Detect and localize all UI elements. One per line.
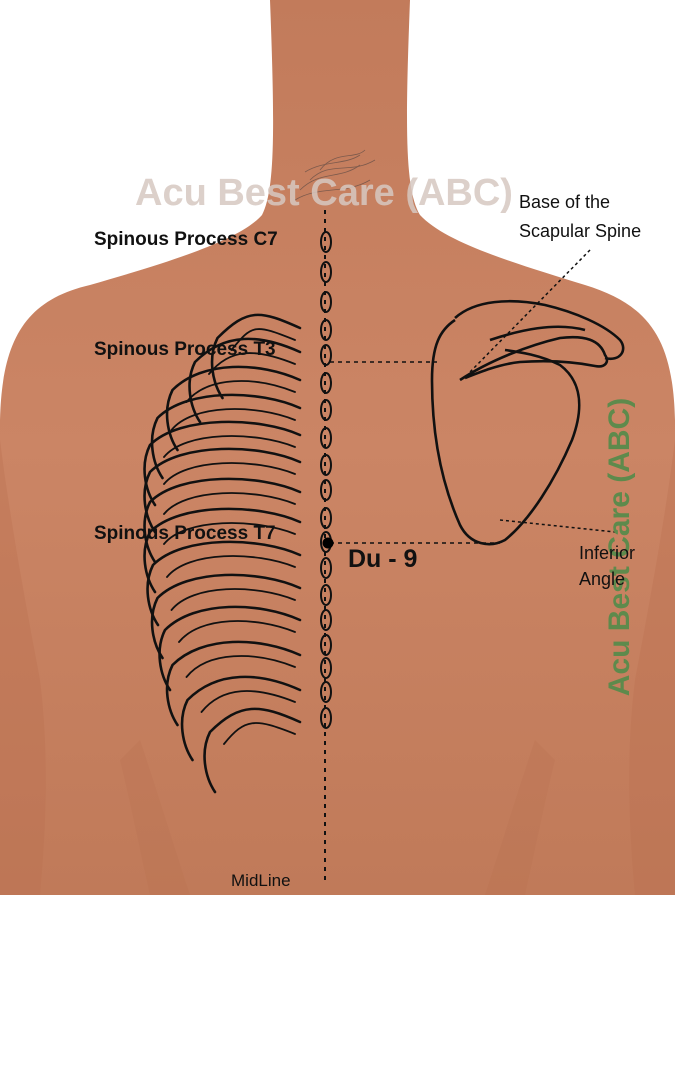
- label-t7: Spinous Process T7: [94, 523, 276, 544]
- rib-inner-10: [170, 588, 296, 611]
- arm-shade-right: [629, 440, 675, 895]
- vertebra-16: [320, 634, 332, 656]
- rib-inner-5: [163, 435, 296, 458]
- vertebra-14: [320, 584, 332, 606]
- vertebra-18: [320, 681, 332, 703]
- label-scapular-spine-1: Base of the: [519, 192, 611, 212]
- rib-12: [165, 640, 302, 727]
- vertebra-2: [320, 261, 332, 283]
- rib-4: [150, 393, 302, 480]
- rib-9: [146, 540, 302, 627]
- vertebra-13: [320, 557, 332, 579]
- rib-inner-2: [208, 352, 296, 375]
- acromion: [454, 300, 625, 361]
- rib-13: [180, 675, 302, 762]
- scapula-outline: [430, 318, 581, 546]
- vertebra-15: [320, 609, 332, 631]
- vertebra-10: [320, 479, 332, 501]
- vertebra-5: [320, 344, 332, 366]
- scapular-spine: [459, 335, 609, 382]
- spinous-processes: [320, 231, 332, 729]
- rib-inner-3: [185, 380, 296, 403]
- waist-shade: [120, 740, 190, 895]
- du9-point: [322, 537, 334, 549]
- rib-inner-1: [230, 328, 296, 351]
- label-scapular-spine-2: Scapular Spine: [519, 221, 642, 241]
- vertebra-1: [320, 231, 332, 253]
- vertebra-11: [320, 507, 332, 529]
- rib-14: [203, 707, 302, 794]
- scapular-spine-leader: [469, 249, 591, 373]
- vertebra-8: [320, 427, 332, 449]
- vertebra-9: [320, 454, 332, 476]
- rib-inner-12: [185, 655, 296, 678]
- rib-inner-9: [166, 555, 296, 578]
- label-inferior-angle-1: Inferior: [579, 543, 636, 563]
- vertebra-19: [320, 707, 332, 729]
- rib-inner-8: [163, 522, 296, 545]
- rib-1: [210, 313, 302, 400]
- arm-shade-left: [0, 440, 46, 895]
- rib-inner-13: [200, 690, 296, 713]
- torso-silhouette: [0, 0, 675, 895]
- waist-shade-right: [485, 740, 555, 895]
- rib-inner-14: [223, 722, 296, 745]
- label-inferior-angle-2: Angle: [579, 569, 626, 589]
- rib-8: [143, 507, 302, 594]
- rib-11: [158, 605, 302, 692]
- rib-inner-7: [163, 492, 296, 515]
- vertebra-7: [320, 399, 332, 421]
- rib-inner-11: [178, 620, 296, 643]
- label-du9: Du - 9: [348, 545, 418, 573]
- label-t3: Spinous Process T3: [94, 339, 276, 360]
- vertebra-4: [320, 319, 332, 341]
- rib-inner-4: [170, 408, 296, 431]
- rib-10: [150, 573, 302, 660]
- vertebra-17: [320, 657, 332, 679]
- label-midline: MidLine: [231, 871, 291, 890]
- vertebra-6: [320, 372, 332, 394]
- inferior-angle-leader: [499, 519, 616, 533]
- hair-strands: [294, 149, 376, 201]
- rib-2: [188, 337, 302, 424]
- label-c7: Spinous Process C7: [94, 229, 278, 250]
- rib-cage: [143, 313, 302, 794]
- vertebra-3: [320, 291, 332, 313]
- rib-inner-6: [163, 462, 296, 485]
